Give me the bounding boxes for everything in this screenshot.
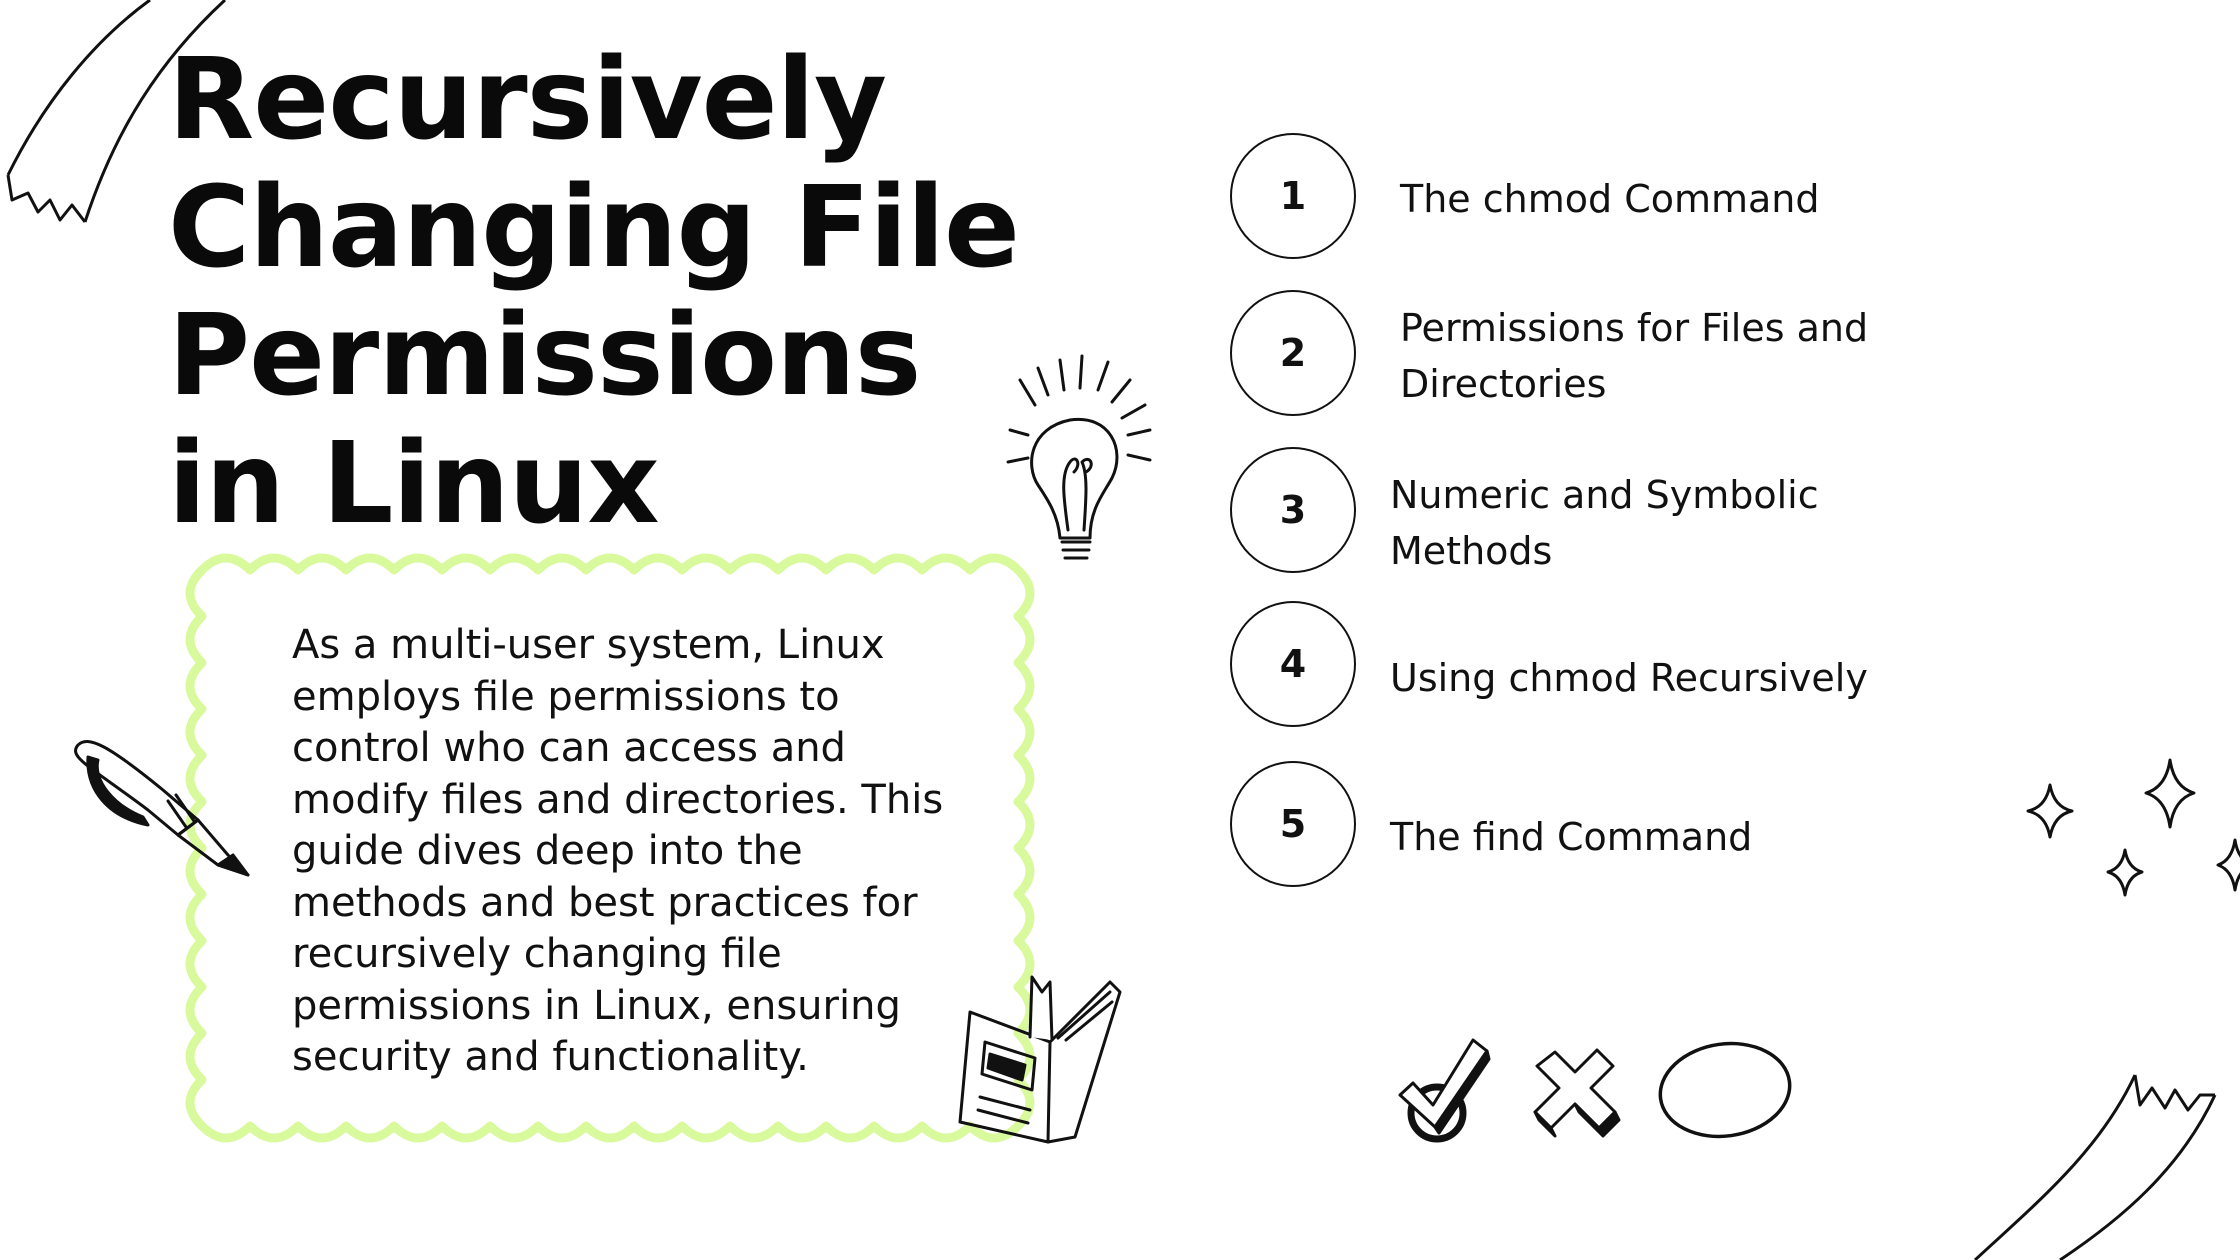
intro-paragraph: As a multi-user system, Linux employs fi… bbox=[292, 622, 944, 1080]
pen-icon bbox=[74, 740, 250, 877]
item-number-1: 1 bbox=[1230, 133, 1356, 259]
ribbon-icon bbox=[6, 0, 227, 223]
item-number-3: 3 bbox=[1230, 447, 1356, 573]
sparkles-icon bbox=[2026, 758, 2240, 897]
intro-frame bbox=[185, 553, 1035, 1143]
item-label-4: Using chmod Recursively bbox=[1390, 656, 1868, 700]
lightbulb-icon bbox=[1006, 354, 1152, 560]
item-number-5: 5 bbox=[1230, 761, 1356, 887]
item-label-2: Permissions for Files and Directories bbox=[1400, 306, 1869, 406]
circle-icon bbox=[1658, 1041, 1792, 1139]
item-number-2: 2 bbox=[1230, 290, 1356, 416]
cross-icon bbox=[1533, 1048, 1621, 1138]
ribbon-icon bbox=[1973, 1074, 2217, 1260]
item-label-5: The find Command bbox=[1390, 815, 1753, 859]
book-icon bbox=[958, 975, 1122, 1144]
slide-title: Recursively Changing File Permissions in… bbox=[168, 35, 1020, 549]
item-number-4: 4 bbox=[1230, 601, 1356, 727]
item-label-1: The chmod Command bbox=[1400, 177, 1820, 221]
item-label-3: Numeric and Symbolic Methods bbox=[1390, 473, 1819, 573]
checkmark-icon bbox=[1398, 1038, 1491, 1143]
